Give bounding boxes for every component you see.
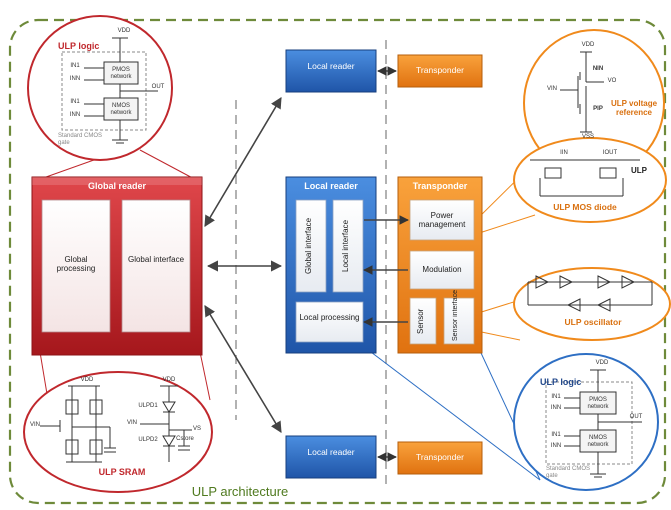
- mos-diode-iin: IIN: [560, 150, 568, 156]
- logic-top-out: OUT: [151, 84, 165, 90]
- logic-top-title: ULP logic: [58, 41, 100, 51]
- logic-bottom-in1-b: IN1: [551, 432, 561, 438]
- sram-cstore: Cstore: [176, 436, 194, 442]
- sram-vin-a: VIN: [29, 422, 40, 428]
- power-management-box[interactable]: [409, 199, 475, 241]
- sensor-interface-box[interactable]: [443, 297, 475, 345]
- local-processing-label: Local processing: [299, 313, 360, 322]
- logic-bottom-schematic: [545, 369, 642, 478]
- logic-top-caption: Standard CMOS gate: [58, 133, 103, 146]
- sram-vs: VS: [192, 426, 201, 432]
- modulation-label: Modulation: [422, 265, 462, 274]
- architecture-label: ULP architecture: [191, 484, 289, 499]
- callout-mos-diode[interactable]: [513, 137, 667, 223]
- logic-bottom-caption: Standard CMOS gate: [546, 466, 591, 479]
- voltage-ref-schematic: [560, 51, 604, 133]
- local-global-interface-box[interactable]: [295, 199, 327, 293]
- logic-bottom-pmos: PMOS network: [587, 397, 609, 410]
- logic-top-in1-b: IN1: [70, 99, 80, 105]
- voltage-ref-vdd: VDD: [581, 42, 595, 48]
- local-processing-box[interactable]: [295, 301, 364, 343]
- logic-top-inn-b: INN: [69, 112, 81, 118]
- local-interface-label: Local interface: [341, 219, 350, 273]
- transponder-bottom-label: Transponder: [416, 452, 464, 462]
- sram-title: ULP SRAM: [98, 467, 146, 477]
- callout-logic-bottom[interactable]: [513, 353, 659, 491]
- arrow-global-to-local-top: [204, 97, 282, 227]
- logic-bottom-vdd: VDD: [595, 360, 609, 366]
- local-global-interface-label: Global interface: [304, 217, 313, 275]
- transponder-main-title: Transponder: [412, 181, 468, 191]
- power-management-label: Power management: [418, 211, 466, 230]
- mos-diode-schematic: [530, 159, 640, 197]
- voltage-ref-title: ULP voltage reference: [610, 99, 658, 118]
- voltage-ref-vo: VO: [607, 78, 617, 84]
- local-reader-main-title: Local reader: [304, 181, 358, 191]
- logic-top-inn-a: INN: [69, 76, 81, 82]
- local-reader-top-block[interactable]: [285, 49, 377, 93]
- logic-top-pmos: PMOS network: [110, 67, 132, 80]
- sensor-label: Sensor: [416, 308, 425, 334]
- callout-line: [354, 339, 541, 481]
- sram-vin-b: VIN: [126, 420, 137, 426]
- logic-bottom-nmos: NMOS network: [587, 435, 609, 448]
- transponder-top-label: Transponder: [416, 65, 464, 75]
- global-reader-title: Global reader: [87, 181, 147, 191]
- sram-ulpd1: ULPD1: [138, 403, 158, 409]
- sram-schematic: [40, 385, 192, 463]
- global-processing-label: Global processing: [56, 255, 96, 274]
- local-reader-bottom-label: Local reader: [307, 447, 355, 457]
- logic-top-schematic: [61, 37, 158, 144]
- sram-vdd-b: VDD: [162, 377, 176, 383]
- arrows: [204, 66, 409, 462]
- transponder-top-block[interactable]: [397, 54, 483, 88]
- voltage-ref-vss: VSS: [581, 134, 594, 140]
- logic-bottom-inn-b: INN: [550, 443, 562, 449]
- logic-bottom-in1-a: IN1: [551, 394, 561, 400]
- logic-top-vdd: VDD: [117, 28, 131, 34]
- logic-top-nmos: NMOS network: [110, 103, 132, 116]
- global-interface-box[interactable]: [121, 199, 191, 333]
- mos-diode-title: ULP MOS diode: [553, 202, 617, 212]
- callout-oscillator[interactable]: [513, 267, 671, 341]
- arrow-global-to-local-bottom: [204, 305, 282, 433]
- mos-diode-ulp: ULP: [631, 166, 647, 175]
- logic-bottom-title: ULP logic: [540, 377, 582, 387]
- local-reader-bottom-block[interactable]: [285, 435, 377, 479]
- logic-bottom-inn-a: INN: [550, 405, 562, 411]
- voltage-ref-pip: PIP: [593, 106, 603, 112]
- oscillator-schematic: [527, 275, 653, 312]
- callout-line: [199, 351, 211, 401]
- transponder-bottom-block[interactable]: [397, 441, 483, 475]
- oscillator-title: ULP oscillator: [564, 317, 622, 327]
- voltage-ref-nin: NIN: [592, 66, 604, 72]
- local-reader-top-label: Local reader: [307, 61, 355, 71]
- logic-bottom-out: OUT: [629, 414, 643, 420]
- local-interface-box[interactable]: [332, 199, 364, 293]
- voltage-ref-vin: VIN: [546, 86, 557, 92]
- logic-top-in1-a: IN1: [70, 63, 80, 69]
- sram-vdd-a: VDD: [80, 377, 94, 383]
- sensor-box[interactable]: [409, 297, 437, 345]
- mos-diode-iout: IOUT: [602, 150, 618, 156]
- modulation-box[interactable]: [409, 250, 475, 290]
- sensor-interface-label: Sensor interface: [452, 290, 459, 341]
- sram-ulpd2: ULPD2: [138, 437, 158, 443]
- global-processing-box[interactable]: [41, 199, 111, 333]
- global-interface-label: Global interface: [127, 255, 185, 264]
- architecture-frame: [8, 18, 667, 505]
